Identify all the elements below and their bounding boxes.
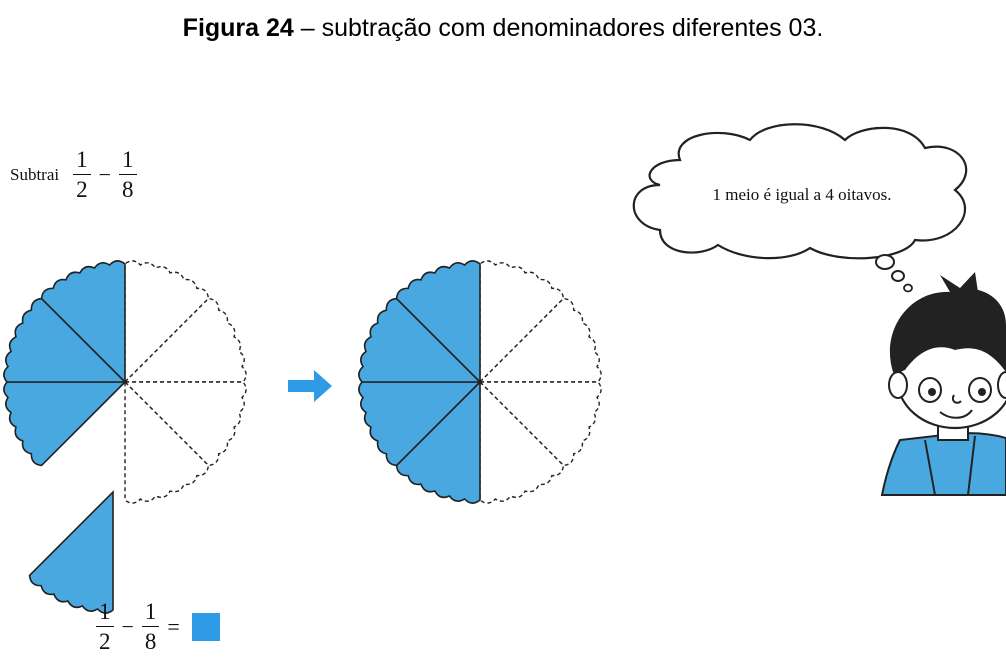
numerator: 1 [119, 148, 137, 175]
minus-sign: − [121, 613, 134, 639]
pizza-slice-filled [40, 260, 126, 384]
answer-box[interactable] [191, 612, 220, 641]
pizza-slice-filled [395, 260, 481, 384]
pizza-slice-filled [358, 381, 482, 467]
figure-number: Figura 24 [182, 14, 294, 42]
pizza-slice-filled [358, 297, 482, 383]
fraction-one-eighth: 1 8 [119, 148, 137, 201]
boy-character-icon [880, 272, 1006, 496]
denominator: 2 [99, 629, 111, 654]
denominator: 2 [76, 177, 88, 202]
numerator: 1 [73, 148, 91, 175]
denominator: 8 [122, 177, 134, 202]
denominator: 8 [144, 629, 157, 654]
pizza-slice-empty [123, 381, 247, 467]
pizza-slice-filled [28, 490, 114, 614]
pizza-slice-empty [123, 297, 247, 383]
thought-text: 1 meio é igual a 4 oitavos. [712, 185, 892, 204]
numerator: 1 [141, 600, 160, 627]
numerator: 1 [96, 600, 114, 627]
figure-caption: Figura 24 – subtração com denominadores … [0, 14, 1006, 43]
pizza-slice-filled [3, 381, 127, 467]
pizza-slice-empty [479, 380, 565, 504]
arrow-right-icon [288, 370, 332, 402]
fraction-one-half: 1 2 [73, 148, 91, 201]
fraction-one-half: 1 2 [96, 600, 114, 653]
pizza-slice-filled [3, 297, 127, 383]
pizza-four-eighths [358, 260, 602, 504]
figure-caption-text: – subtração com denominadores diferentes… [293, 14, 824, 42]
problem-prefix: Subtrai [10, 164, 60, 184]
equation: 1 2 − 1 8 = [92, 600, 220, 653]
pizza-slice-empty [479, 260, 565, 384]
pizza-slice-empty [478, 381, 602, 467]
pizza-slice-filled [395, 380, 481, 504]
pizza-one-half-minus-one-eighth [3, 260, 247, 614]
minus-sign: − [98, 161, 112, 187]
problem-statement: Subtrai 1 2 − 1 8 [10, 148, 141, 201]
pizza-slice-empty [124, 380, 210, 504]
thought-bubble-icon [632, 123, 968, 293]
pizza-slice-empty [478, 297, 602, 383]
pizza-slice-empty [124, 260, 210, 384]
fraction-one-eighth: 1 8 [141, 600, 160, 654]
equals-sign: = [167, 613, 180, 639]
